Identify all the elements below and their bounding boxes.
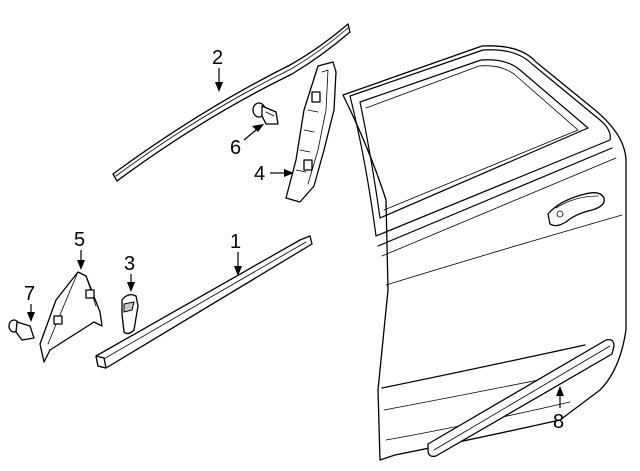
door-handle — [547, 192, 605, 227]
part-7-fastener — [8, 319, 35, 341]
callout-7: 7 — [24, 283, 35, 322]
callout-6-leader — [243, 129, 257, 141]
window-inner-edge — [365, 65, 579, 211]
part-6-clip-detail — [265, 111, 275, 117]
callout-8: 8 — [553, 386, 564, 433]
part-4-applique-body — [285, 61, 337, 203]
part-3-end-cap — [121, 294, 139, 335]
callout-8-arrow — [556, 386, 564, 396]
part-4-clip-a — [311, 91, 321, 103]
part-4-clip-b — [303, 159, 313, 171]
part-5-trim-edge — [47, 271, 79, 345]
door-crease-line — [385, 214, 623, 286]
part-6-clip — [252, 102, 279, 125]
callout-4: 4 — [254, 163, 294, 185]
part-3-cap-body — [121, 294, 139, 335]
part-1-belt-molding — [95, 235, 313, 369]
part-4-pillar-applique — [285, 61, 337, 203]
door-lower-line — [381, 344, 586, 389]
callout-label-2: 2 — [212, 47, 223, 69]
rear-door-shell — [342, 45, 627, 461]
part-2-upper-trim-strip — [112, 23, 351, 182]
callout-1-arrow — [234, 266, 242, 276]
callout-label-6: 6 — [230, 137, 241, 159]
callout-6: 6 — [230, 124, 264, 159]
callout-2: 2 — [212, 47, 223, 92]
door-belt-line — [377, 147, 613, 247]
part-5-tab-b — [85, 289, 95, 299]
part-6-clip-body — [261, 105, 279, 125]
part-2-strip-edge — [115, 27, 349, 177]
part-8-molding-edge — [433, 345, 611, 451]
callout-5: 5 — [74, 229, 85, 270]
door-belt-line-inner — [381, 157, 617, 257]
callout-3: 3 — [124, 253, 135, 292]
part-8-lower-molding — [427, 338, 615, 458]
callout-3-arrow — [127, 282, 135, 292]
callout-2-arrow — [215, 82, 223, 92]
callout-6-arrow — [252, 124, 264, 132]
callout-label-8: 8 — [553, 411, 564, 433]
part-1-molding-end — [95, 355, 107, 369]
callout-7-arrow — [27, 312, 35, 322]
callout-4-arrow — [284, 169, 294, 177]
callout-label-4: 4 — [254, 163, 265, 185]
part-4-applique-rib — [307, 69, 329, 185]
callout-5-arrow — [77, 260, 85, 270]
part-5-trim-body — [39, 271, 103, 363]
part-5-tab-a — [53, 315, 63, 325]
window-opening — [359, 59, 589, 219]
door-outer-outline — [342, 45, 627, 461]
callout-label-3: 3 — [124, 253, 135, 275]
part-1-molding-edge — [101, 241, 307, 361]
callout-label-1: 1 — [230, 231, 241, 253]
part-7-fastener-body — [15, 321, 35, 341]
callout-1: 1 — [230, 231, 242, 276]
part-2-strip-body — [112, 23, 351, 182]
part-3-cap-face — [123, 301, 135, 313]
part-4-applique-clips — [295, 109, 319, 173]
part-5-corner-trim — [39, 271, 103, 363]
callout-label-7: 7 — [24, 283, 35, 305]
window-frame-outer — [349, 49, 611, 237]
callout-label-5: 5 — [74, 229, 85, 251]
door-handle-recess — [555, 195, 599, 209]
handle-key-cylinder — [556, 210, 564, 218]
part-8-molding-body — [427, 338, 615, 458]
